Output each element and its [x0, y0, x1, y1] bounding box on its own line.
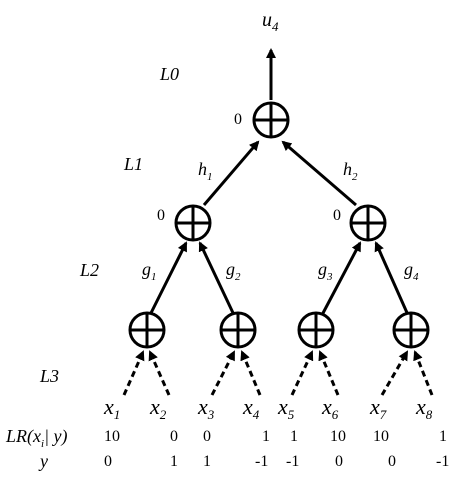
edge-g3 — [320, 241, 362, 316]
y-value-6: 0 — [335, 453, 343, 470]
lr-value-3: 0 — [203, 428, 211, 445]
xor-node-l2-3 — [297, 311, 335, 349]
input-edge-x7 — [380, 350, 409, 396]
y-value-7: 0 — [388, 453, 396, 470]
lr-values: 10 0 0 1 1 10 10 1 — [104, 428, 447, 445]
input-edge-x8 — [413, 350, 434, 396]
input-edges — [122, 350, 434, 396]
y-value-5: -1 — [286, 453, 299, 470]
input-edge-x2 — [148, 350, 171, 396]
input-label-x1: x1 — [103, 394, 120, 422]
edge-g1 — [148, 241, 188, 316]
edge-label-h1: h1 — [198, 159, 213, 183]
input-edge-x1 — [122, 350, 145, 396]
lr-value-6: 10 — [330, 428, 346, 445]
edge-label-g2: g2 — [226, 259, 241, 283]
edge-g4 — [374, 241, 410, 316]
y-value-2: 1 — [170, 453, 178, 470]
edge-label-g3: g3 — [318, 259, 333, 283]
output-label: u4 — [262, 9, 279, 34]
lr-value-4: 1 — [262, 428, 270, 445]
xor-node-l1-right — [349, 204, 387, 242]
y-row-label: y — [38, 451, 48, 471]
lr-value-7: 10 — [373, 428, 389, 445]
input-label-x6: x6 — [321, 394, 339, 422]
input-label-x7: x7 — [369, 394, 387, 422]
node-value-left: 0 — [157, 207, 165, 224]
input-edge-x4 — [240, 350, 262, 396]
edge-h1 — [202, 140, 260, 206]
lr-value-8: 1 — [439, 428, 447, 445]
level-label-l1: L1 — [123, 154, 143, 174]
lr-row-label: LR(xi| y) — [5, 426, 68, 450]
input-label-x2: x2 — [149, 394, 167, 422]
y-values: 0 1 1 -1 -1 0 0 -1 — [104, 453, 449, 470]
input-edge-x3 — [210, 350, 236, 396]
input-label-x4: x4 — [242, 394, 260, 422]
y-value-4: -1 — [255, 453, 268, 470]
input-label-x5: x5 — [277, 394, 295, 422]
node-value-root: 0 — [234, 111, 242, 128]
node-value-right: 0 — [333, 207, 341, 224]
edge-h2 — [281, 140, 357, 207]
lr-value-5: 1 — [290, 428, 298, 445]
xor-node-l2-1 — [128, 311, 166, 349]
xor-node-l1-left — [174, 204, 212, 242]
y-value-8: -1 — [436, 453, 449, 470]
lr-value-1: 10 — [104, 428, 120, 445]
lr-value-2: 0 — [170, 428, 178, 445]
input-label-x3: x3 — [197, 394, 215, 422]
xor-node-l2-4 — [392, 311, 430, 349]
xor-node-l2-2 — [219, 311, 257, 349]
edge-label-g1: g1 — [142, 259, 157, 283]
level-label-l0: L0 — [159, 64, 179, 84]
y-value-1: 0 — [104, 453, 112, 470]
level-label-l3: L3 — [39, 366, 59, 386]
edge-label-h2: h2 — [343, 159, 358, 183]
input-edge-x5 — [290, 350, 314, 396]
level-label-l2: L2 — [79, 260, 99, 280]
edge-g2 — [198, 241, 236, 316]
y-value-3: 1 — [203, 453, 211, 470]
xor-node-root — [252, 101, 290, 139]
input-label-x8: x8 — [415, 394, 433, 422]
input-edge-x6 — [318, 350, 340, 396]
edge-label-g4: g4 — [404, 259, 419, 283]
